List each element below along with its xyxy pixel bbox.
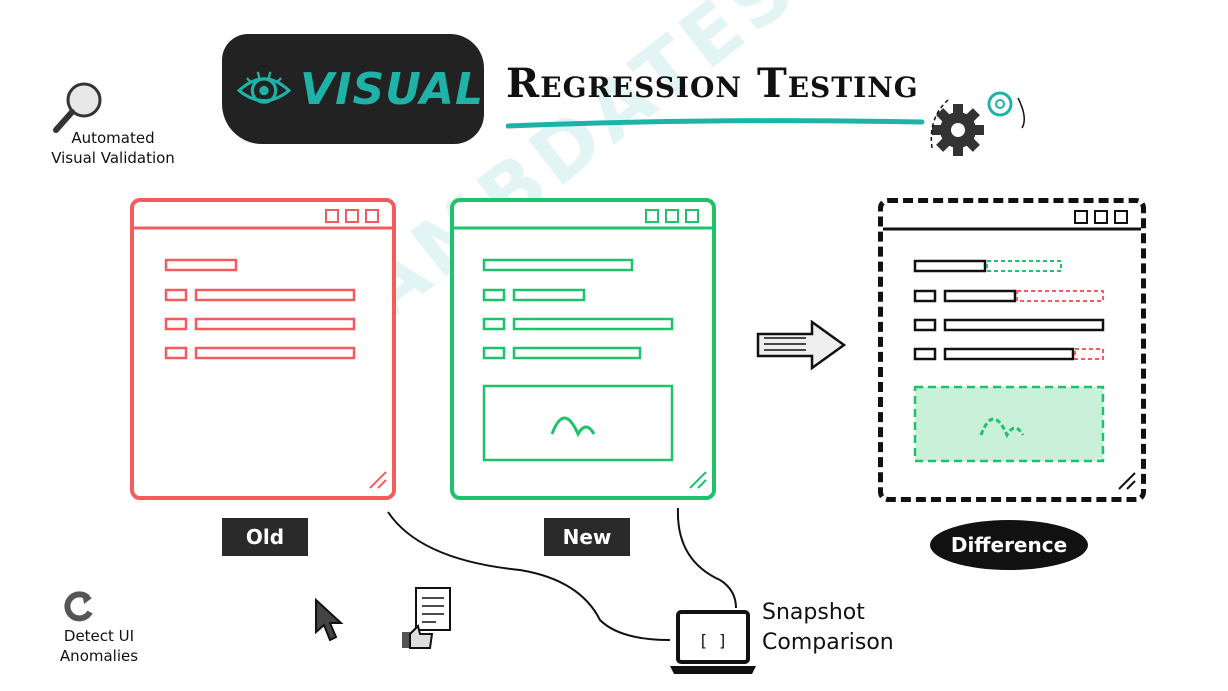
difference-window-content — [883, 210, 1141, 490]
detect-anomalies-label: Detect UI Anomalies — [36, 626, 162, 666]
old-label: Old — [222, 518, 308, 556]
automated-line-2: Visual Validation — [51, 149, 175, 167]
title-main: Regression Testing — [506, 60, 919, 107]
snapshot-comparison-label: Snapshot Comparison — [762, 598, 894, 658]
new-label: New — [544, 518, 630, 556]
document-icon — [402, 587, 451, 649]
laptop-icon: [ ] — [670, 610, 756, 674]
old-window — [130, 198, 396, 500]
cursor-icon — [315, 598, 344, 642]
magnifier-icon — [53, 82, 102, 133]
old-window-content — [134, 209, 392, 489]
arrow-right-icon — [756, 320, 847, 370]
new-window — [450, 198, 716, 500]
gear-icon — [930, 91, 1025, 156]
title-visual: VISUAL — [300, 63, 484, 115]
automated-line-1: Automated — [71, 129, 155, 147]
new-window-content — [454, 209, 712, 489]
automated-validation-label: Automated Visual Validation — [40, 128, 186, 168]
anomalies-line-1: Detect UI — [63, 627, 135, 645]
connector-lines — [387, 507, 737, 641]
snapshot-line-2: Comparison — [762, 630, 894, 655]
title-badge: VISUAL — [222, 34, 484, 144]
eye-icon — [236, 71, 292, 104]
snapshot-line-1: Snapshot — [762, 600, 865, 625]
svg-text:[ ]: [ ] — [699, 631, 728, 650]
title-underline — [506, 118, 925, 129]
difference-window — [878, 198, 1146, 502]
difference-label: Difference — [930, 520, 1088, 570]
thumbs-up-icon — [402, 624, 434, 649]
anomalies-line-2: Anomalies — [59, 647, 139, 665]
refresh-icon — [64, 591, 93, 622]
